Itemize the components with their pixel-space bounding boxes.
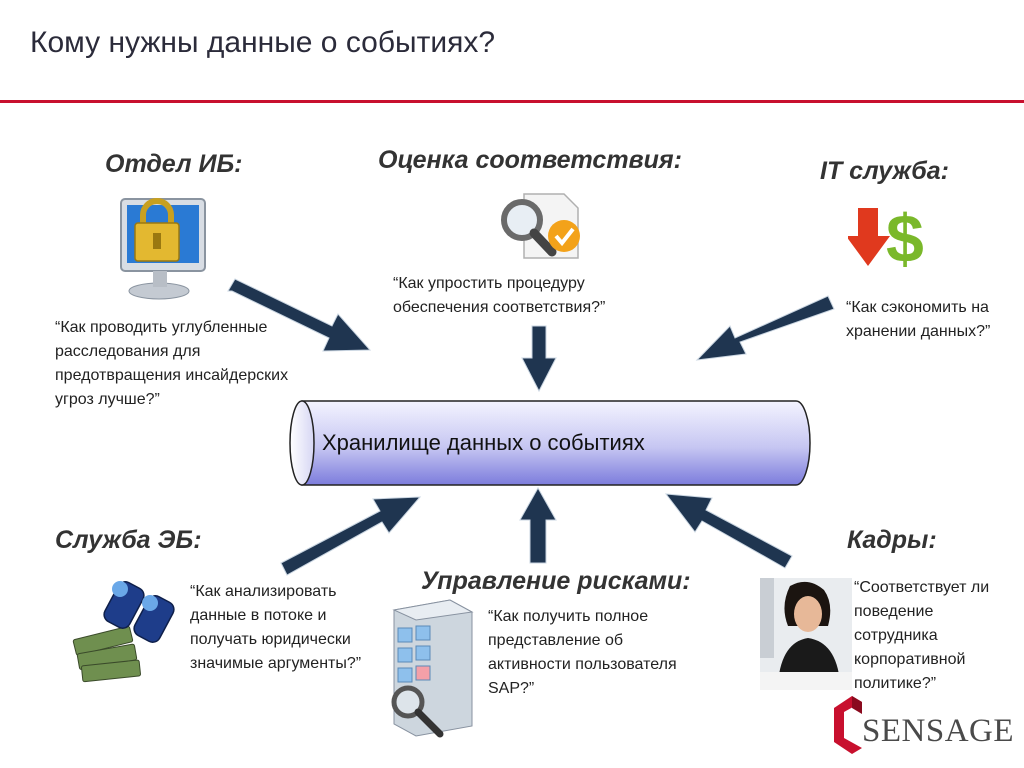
arrow-it-to-store [695,295,835,361]
sensage-logo-text: SENSAGE [862,713,1015,749]
question-hr: “Соответствует ли поведение сотрудника к… [854,579,990,692]
store-label: Хранилище данных о событиях [322,430,645,455]
heading-eb: Служба ЭБ: [55,526,202,554]
heading-ib: Отдел ИБ: [105,150,243,178]
heading-hr: Кадры: [847,526,937,554]
down-arrow-dollar-icon: $ [848,201,924,272]
question-risk: “Как получить полное представление об ак… [488,608,677,697]
binoculars-money-icon [72,581,175,683]
employee-photo-icon [760,578,852,690]
monitor-lock-icon [120,198,206,300]
question-compliance: “Как упростить процедуру обеспечения соо… [393,275,606,316]
arrow-compliance-to-store [521,325,557,393]
sensage-logo-icon [834,696,862,754]
svg-text:$: $ [886,201,924,272]
question-it: “Как сэкономить на хранении данных?” [846,299,991,340]
server-magnifier-icon [391,599,474,738]
heading-risk: Управление рисками: [421,567,691,595]
magnifier-check-icon [501,193,580,259]
heading-it: IT служба: [820,157,949,185]
page-title: Кому нужны данные о событиях? [30,26,496,59]
heading-compliance: Оценка соответствия: [378,146,682,174]
question-ib: “Как проводить углубленные расследования… [55,319,289,408]
event-data-store [289,400,811,486]
arrow-hr-to-store [664,493,793,569]
question-eb: “Как анализировать данные в потоке и пол… [190,583,362,672]
arrow-risk-to-store [519,486,557,564]
arrow-eb-to-store [280,496,422,576]
arrow-ib-to-store [227,278,372,352]
title-divider [0,100,1024,103]
